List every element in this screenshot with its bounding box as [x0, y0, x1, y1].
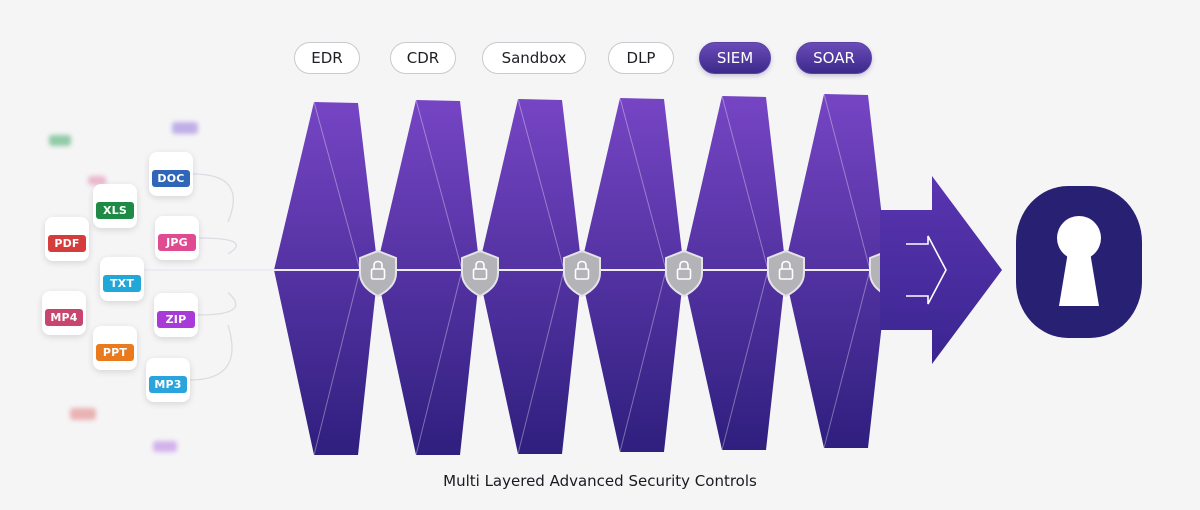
- xls-file-icon: XLS: [93, 184, 137, 228]
- txt-file-icon: TXT: [100, 257, 144, 301]
- file-connector-lines: [189, 173, 237, 381]
- control-label-sandbox[interactable]: Sandbox: [482, 42, 586, 74]
- file-type-label: MP3: [149, 376, 187, 393]
- mp3-file-icon: MP3: [146, 358, 190, 402]
- connector-curve: [189, 324, 233, 381]
- pdf-file-icon: PDF: [45, 217, 89, 261]
- security-layer: [376, 99, 480, 456]
- shield-lock-icon: [359, 249, 397, 298]
- control-label-edr[interactable]: EDR: [294, 42, 360, 74]
- blurred-file-icon: [49, 135, 71, 146]
- security-layer: [682, 95, 786, 451]
- doc-file-icon: DOC: [149, 152, 193, 196]
- file-type-label: TXT: [103, 275, 141, 292]
- output-arrow: [880, 176, 1002, 364]
- connector-curve: [192, 173, 234, 223]
- jpg-file-icon: JPG: [155, 216, 199, 260]
- blurred-file-icon: [70, 408, 96, 420]
- ppt-file-icon: PPT: [93, 326, 137, 370]
- security-layer: [580, 97, 684, 453]
- control-label-soar[interactable]: SOAR: [796, 42, 872, 74]
- control-label-dlp[interactable]: DLP: [608, 42, 674, 74]
- control-label-siem[interactable]: SIEM: [699, 42, 771, 74]
- connector-curve: [198, 237, 237, 255]
- shield-lock-icon: [563, 249, 601, 298]
- security-layer: [274, 101, 378, 456]
- blurred-file-icon: [172, 122, 198, 134]
- blurred-file-icon: [88, 176, 106, 185]
- file-type-label: ZIP: [157, 311, 195, 328]
- connector-curve: [197, 292, 237, 316]
- file-type-label: XLS: [96, 202, 134, 219]
- file-type-label: MP4: [45, 309, 83, 326]
- shield-lock-icon: [665, 249, 703, 298]
- file-type-label: JPG: [158, 234, 196, 251]
- shield-lock-icon: [461, 249, 499, 298]
- security-layer: [478, 98, 582, 455]
- file-type-label: DOC: [152, 170, 190, 187]
- file-type-label: PPT: [96, 344, 134, 361]
- control-label-cdr[interactable]: CDR: [390, 42, 456, 74]
- mp4-file-icon: MP4: [42, 291, 86, 335]
- keyhole-lock-icon: [1016, 186, 1142, 338]
- zip-file-icon: ZIP: [154, 293, 198, 337]
- shield-lock-icon: [767, 249, 805, 298]
- diagram-caption: Multi Layered Advanced Security Controls: [443, 472, 757, 490]
- file-type-label: PDF: [48, 235, 86, 252]
- blurred-file-icon: [153, 441, 177, 452]
- security-layers: [274, 93, 888, 456]
